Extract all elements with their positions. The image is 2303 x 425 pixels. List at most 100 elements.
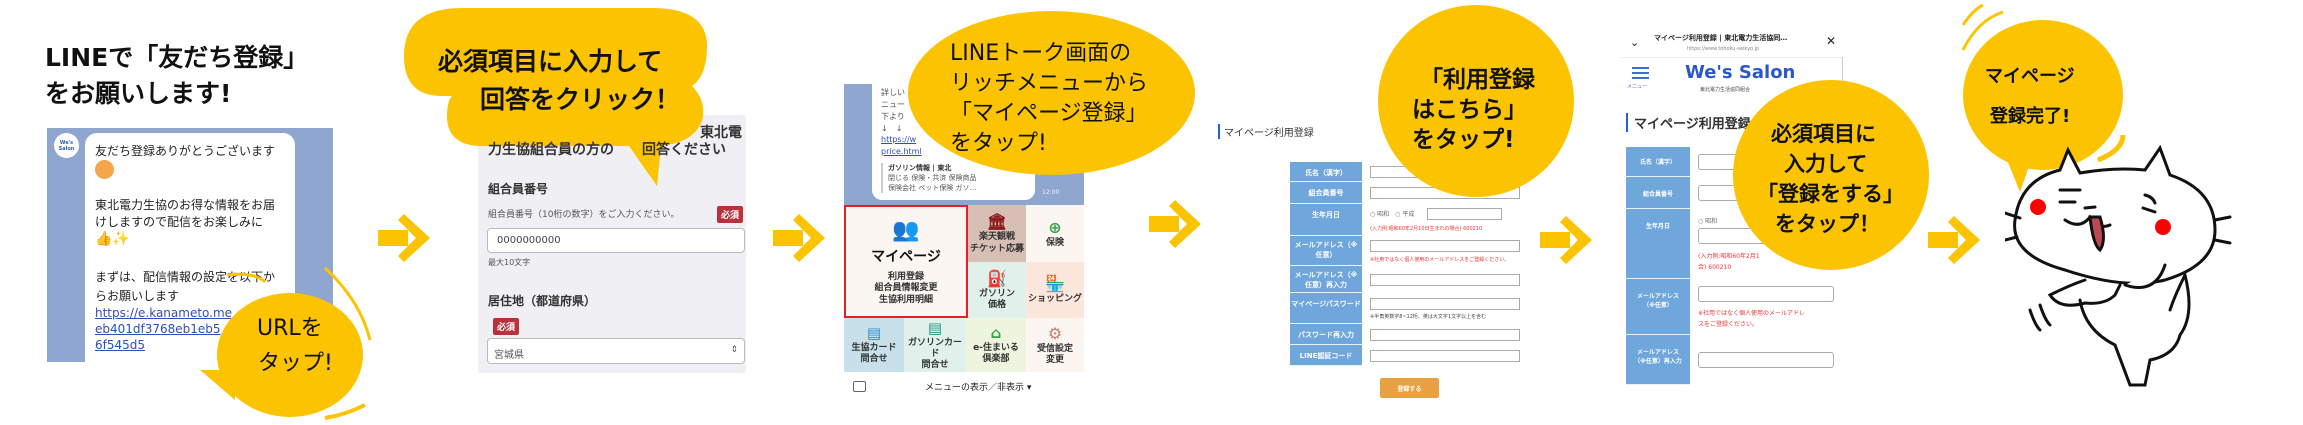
email-note: スをご登録ください。 <box>1698 321 1759 328</box>
menu-label: 楽天観戦 <box>978 232 1015 243</box>
registration-link[interactable]: https://e.kanameto.me <box>95 306 233 320</box>
registration-link[interactable]: 6f545d5 <box>95 338 146 352</box>
mypage-sub: 利用登録 <box>887 272 924 283</box>
birthdate-note: (入力例:昭和60年2月1 <box>1698 253 1760 260</box>
row-label: 組合員番号 <box>1626 177 1690 209</box>
survey-form: 東北電 力生協組合員の方の 回答ください 組合員番号 組合員番号（10桁の数字）… <box>478 115 746 373</box>
email-input[interactable] <box>1370 240 1520 252</box>
birthdate-input[interactable] <box>1427 208 1502 220</box>
max-length-note: 最大10文字 <box>488 258 531 267</box>
menu-label: ガソリン <box>978 288 1015 299</box>
mypage-sub: 組合員情報変更 <box>874 283 938 294</box>
password-confirm-input[interactable] <box>1370 329 1520 341</box>
message-line: らお願いします <box>95 289 180 303</box>
shop-icon: 🏪 <box>1045 274 1065 294</box>
row-label: マイページパスワード <box>1290 293 1362 324</box>
email-confirm-input[interactable] <box>1698 352 1834 368</box>
bubble-text: 入力して <box>1784 152 1868 176</box>
message-link[interactable]: https://w <box>881 135 917 144</box>
bubble-text: をタップ! <box>1412 127 1515 153</box>
menu-toggle[interactable]: メニューの表示／非表示 ▾ <box>925 383 1032 393</box>
row-label: 氏名（漢字） <box>1626 147 1690 177</box>
castle-icon: 🏛 <box>986 212 1008 232</box>
menu-label: メニュー <box>1627 84 1648 90</box>
email-confirm-input[interactable] <box>1370 274 1520 286</box>
menu-label: チケット応募 <box>969 243 1024 254</box>
era-radio[interactable]: ○ 昭和 ○ 平成 <box>1370 211 1415 218</box>
next-arrow-icon <box>773 214 825 262</box>
era-label: 昭和 <box>1377 211 1390 218</box>
prefecture-select[interactable]: 宮城県⇕ <box>487 338 745 364</box>
prefecture-value: 宮城県 <box>494 350 524 361</box>
member-number-input[interactable]: 0000000000 <box>487 228 745 253</box>
menu-label: 変更 <box>1045 355 1064 365</box>
bubble-text: 「マイページ登録」 <box>950 101 1148 126</box>
menu-label: 問合せ <box>921 360 949 370</box>
era-label: 昭和 <box>1705 218 1718 225</box>
message-link[interactable]: price.html <box>881 147 922 156</box>
bubble-text: 登録完了! <box>1990 106 2071 127</box>
avatar: We's Salon <box>54 133 79 158</box>
logo-subtitle: 東北電力生活協同組合 <box>1700 87 1751 93</box>
chevron-down-icon[interactable]: ⌄ <box>1630 36 1640 49</box>
bubble-text: 「利用登録 <box>1420 67 1535 93</box>
menu-rakuten-tickets[interactable]: 🏛楽天観戦チケット応募 <box>968 205 1026 262</box>
form-heading: 東北電 <box>700 125 742 141</box>
keyboard-icon[interactable] <box>853 381 866 392</box>
bubble-text: タップ! <box>258 351 333 376</box>
menu-label: 保険 <box>1045 237 1064 248</box>
step1-bubble-shape <box>200 266 372 420</box>
smile-emoji-icon <box>95 160 114 179</box>
row-label: 氏名（漢字） <box>1290 162 1362 182</box>
hamburger-icon[interactable] <box>1632 67 1649 79</box>
row-label: 組合員番号 <box>1290 182 1362 204</box>
next-arrow-icon <box>1149 200 1201 248</box>
era-radio[interactable]: ○ 昭和 <box>1698 218 1718 225</box>
menu-e-sumairu[interactable]: ⌂e-住まいる倶楽部 <box>966 318 1026 372</box>
page-title: マイページ利用登録 <box>1218 124 1314 139</box>
step4-bubble <box>1378 5 1574 197</box>
mypage-title: マイページ <box>871 248 941 265</box>
birthdate-note: 合) 600210 <box>1698 264 1732 271</box>
card-title: ガソリン情報 | 東北 <box>888 164 952 172</box>
card-text: 保険会社 ペット保険 ガソ… <box>888 184 977 192</box>
message-line: けしますので配信をお楽しみに <box>95 215 264 229</box>
member-number-hint: 組合員番号（10桁の数字）をご入力ください。 <box>488 210 680 220</box>
member-number-label: 組合員番号 <box>488 182 549 196</box>
password-note: ※半角英数字8~12桁、英は大文字1文字以上を含む <box>1370 314 1487 320</box>
rich-menu: 👥 マイページ 利用登録 組合員情報変更 生協利用明細 🏛楽天観戦チケット応募 … <box>844 205 1084 372</box>
menu-gas-card[interactable]: ▤ガソリンカード問合せ <box>904 318 966 372</box>
registration-link[interactable]: eb401df3768eb1eb5 <box>95 322 221 336</box>
mypage-menu-button[interactable]: 👥 マイページ 利用登録 組合員情報変更 生協利用明細 <box>844 205 968 318</box>
line-chat: We's Salon 友だち登録ありがとうございます 東北電力生協のお得な情報を… <box>47 128 333 362</box>
message-line: 下より <box>881 112 905 121</box>
bubble-text: 「登録をする」 <box>1757 182 1904 206</box>
email-input[interactable] <box>1698 286 1834 302</box>
menu-coop-card[interactable]: ▤生協カード問合せ <box>844 318 904 372</box>
message-line: ↓ ↓ <box>881 124 903 133</box>
line-code-input[interactable] <box>1370 350 1520 362</box>
menu-shopping[interactable]: 🏪ショッピング <box>1026 262 1084 318</box>
step6-bubble-shape <box>1961 3 2126 192</box>
menu-label: e-住まいる <box>973 343 1019 354</box>
form-heading: 力生協組合員の方の 回答ください <box>488 142 726 158</box>
menu-gas-price[interactable]: ⛽ガソリン価格 <box>968 262 1026 318</box>
site-logo[interactable]: We's Salon <box>1685 62 1796 83</box>
password-input[interactable] <box>1370 298 1520 310</box>
link-preview-card[interactable]: ガソリン情報 | 東北 閉じる 保険・共済 保険商品 保険会社 ペット保険 ガソ… <box>881 163 976 193</box>
step5-bubble <box>1733 80 1929 270</box>
menu-insurance[interactable]: ⊕保険 <box>1026 205 1084 262</box>
bubble-text: をタップ！ <box>1775 212 1880 236</box>
row-label: 生年月日 <box>1626 209 1690 279</box>
people-icon: 👥 <box>892 218 920 244</box>
page-title: マイページ利用登録 <box>1626 113 1751 132</box>
close-icon[interactable]: ✕ <box>1826 34 1837 48</box>
browser-title: マイページ利用登録 | 東北電力生活協同… <box>1654 34 1788 42</box>
bubble-text: 回答をクリック！ <box>480 85 681 114</box>
message-line: 友だち登録ありがとうございます <box>95 144 276 158</box>
row-label: 生年月日 <box>1290 204 1362 236</box>
register-button[interactable]: 登録する <box>1380 378 1439 398</box>
menu-notification-settings[interactable]: ⚙受信設定変更 <box>1026 318 1084 372</box>
next-arrow-icon <box>1540 216 1592 264</box>
message-time: 12:00 <box>1042 189 1060 196</box>
